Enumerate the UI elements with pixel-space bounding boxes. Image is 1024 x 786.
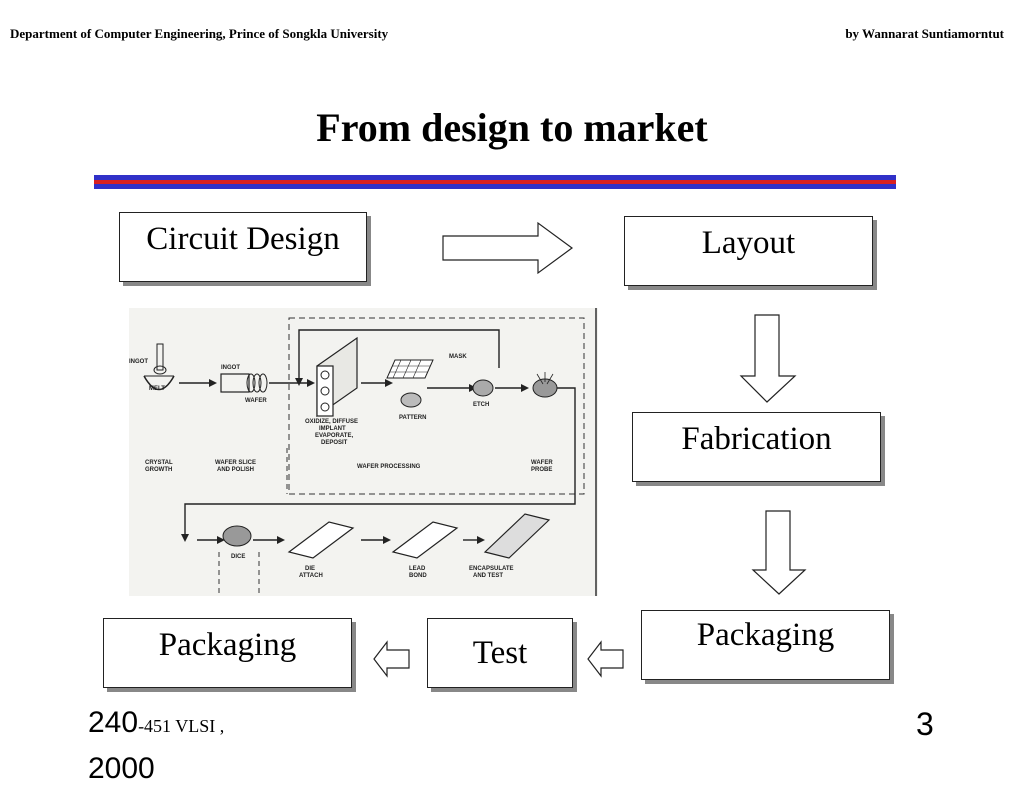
label-oxidize: OXIDIZE, DIFFUSE <box>305 419 358 425</box>
fabrication-label: Fabrication <box>681 421 832 457</box>
label-melt: MELT <box>149 386 165 392</box>
arrow-down-icon <box>751 510 807 595</box>
arrow-down-icon <box>739 314 797 403</box>
label-wafer-probe-1: WAFER <box>531 460 553 466</box>
circuit-design-box: Circuit Design <box>119 212 367 282</box>
label-crystal: CRYSTAL <box>145 460 173 466</box>
circuit-design-label: Circuit Design <box>146 221 340 257</box>
label-evaporate: EVAPORATE, <box>315 433 353 439</box>
label-growth: GROWTH <box>145 467 172 473</box>
label-bond: BOND <box>409 573 427 579</box>
label-deposit: DEPOSIT <box>321 440 348 446</box>
label-encapsulate: ENCAPSULATE <box>469 566 514 572</box>
title-rule-blue-top <box>94 175 896 180</box>
layout-label: Layout <box>701 225 796 261</box>
footer-course-title: -451 VLSI , <box>138 716 225 736</box>
header-author: by Wannarat Suntiamorntut <box>845 26 1004 41</box>
label-etch: ETCH <box>473 402 489 408</box>
packaging-left-label: Packaging <box>158 627 297 663</box>
footer-course-number: 240 <box>88 706 139 739</box>
fabrication-process-figure: INGOT MELT INGOT WAFER MASK OXIDIZE, DIF… <box>129 308 598 596</box>
label-die: DIE <box>305 566 315 572</box>
test-box: Test <box>427 618 573 688</box>
page-number: 3 <box>916 706 934 742</box>
label-ingot-left: INGOT <box>129 359 148 365</box>
footer-year: 2000 <box>88 752 155 785</box>
slide-title: From design to market <box>316 105 708 150</box>
label-mask: MASK <box>449 354 467 360</box>
label-pattern: PATTERN <box>399 415 426 421</box>
label-dice: DICE <box>231 554 245 560</box>
packaging-box-right: Packaging <box>641 610 890 680</box>
label-and-test: AND TEST <box>473 573 503 579</box>
title-rule-blue-bottom <box>94 184 896 189</box>
arrow-left-icon <box>587 640 624 678</box>
label-wafer-probe-2: PROBE <box>531 467 552 473</box>
arrow-left-icon <box>373 640 410 678</box>
packaging-box-left: Packaging <box>103 618 352 688</box>
label-and-polish: AND POLISH <box>217 467 254 473</box>
label-wafer-slice: WAFER SLICE <box>215 460 256 466</box>
label-lead: LEAD <box>409 566 426 572</box>
header-department: Department of Computer Engineering, Prin… <box>10 26 389 41</box>
label-wafer: WAFER <box>245 398 267 404</box>
footer-course: 240-451 VLSI , <box>88 706 224 740</box>
title-rule-red <box>94 180 896 184</box>
label-wafer-processing: WAFER PROCESSING <box>357 464 421 470</box>
packaging-right-label: Packaging <box>696 617 835 653</box>
label-implant: IMPLANT <box>319 426 346 432</box>
layout-box: Layout <box>624 216 873 286</box>
fabrication-box: Fabrication <box>632 412 881 482</box>
test-label: Test <box>472 634 528 671</box>
label-attach: ATTACH <box>299 573 323 579</box>
arrow-right-icon <box>442 221 574 275</box>
label-ingot: INGOT <box>221 365 240 371</box>
